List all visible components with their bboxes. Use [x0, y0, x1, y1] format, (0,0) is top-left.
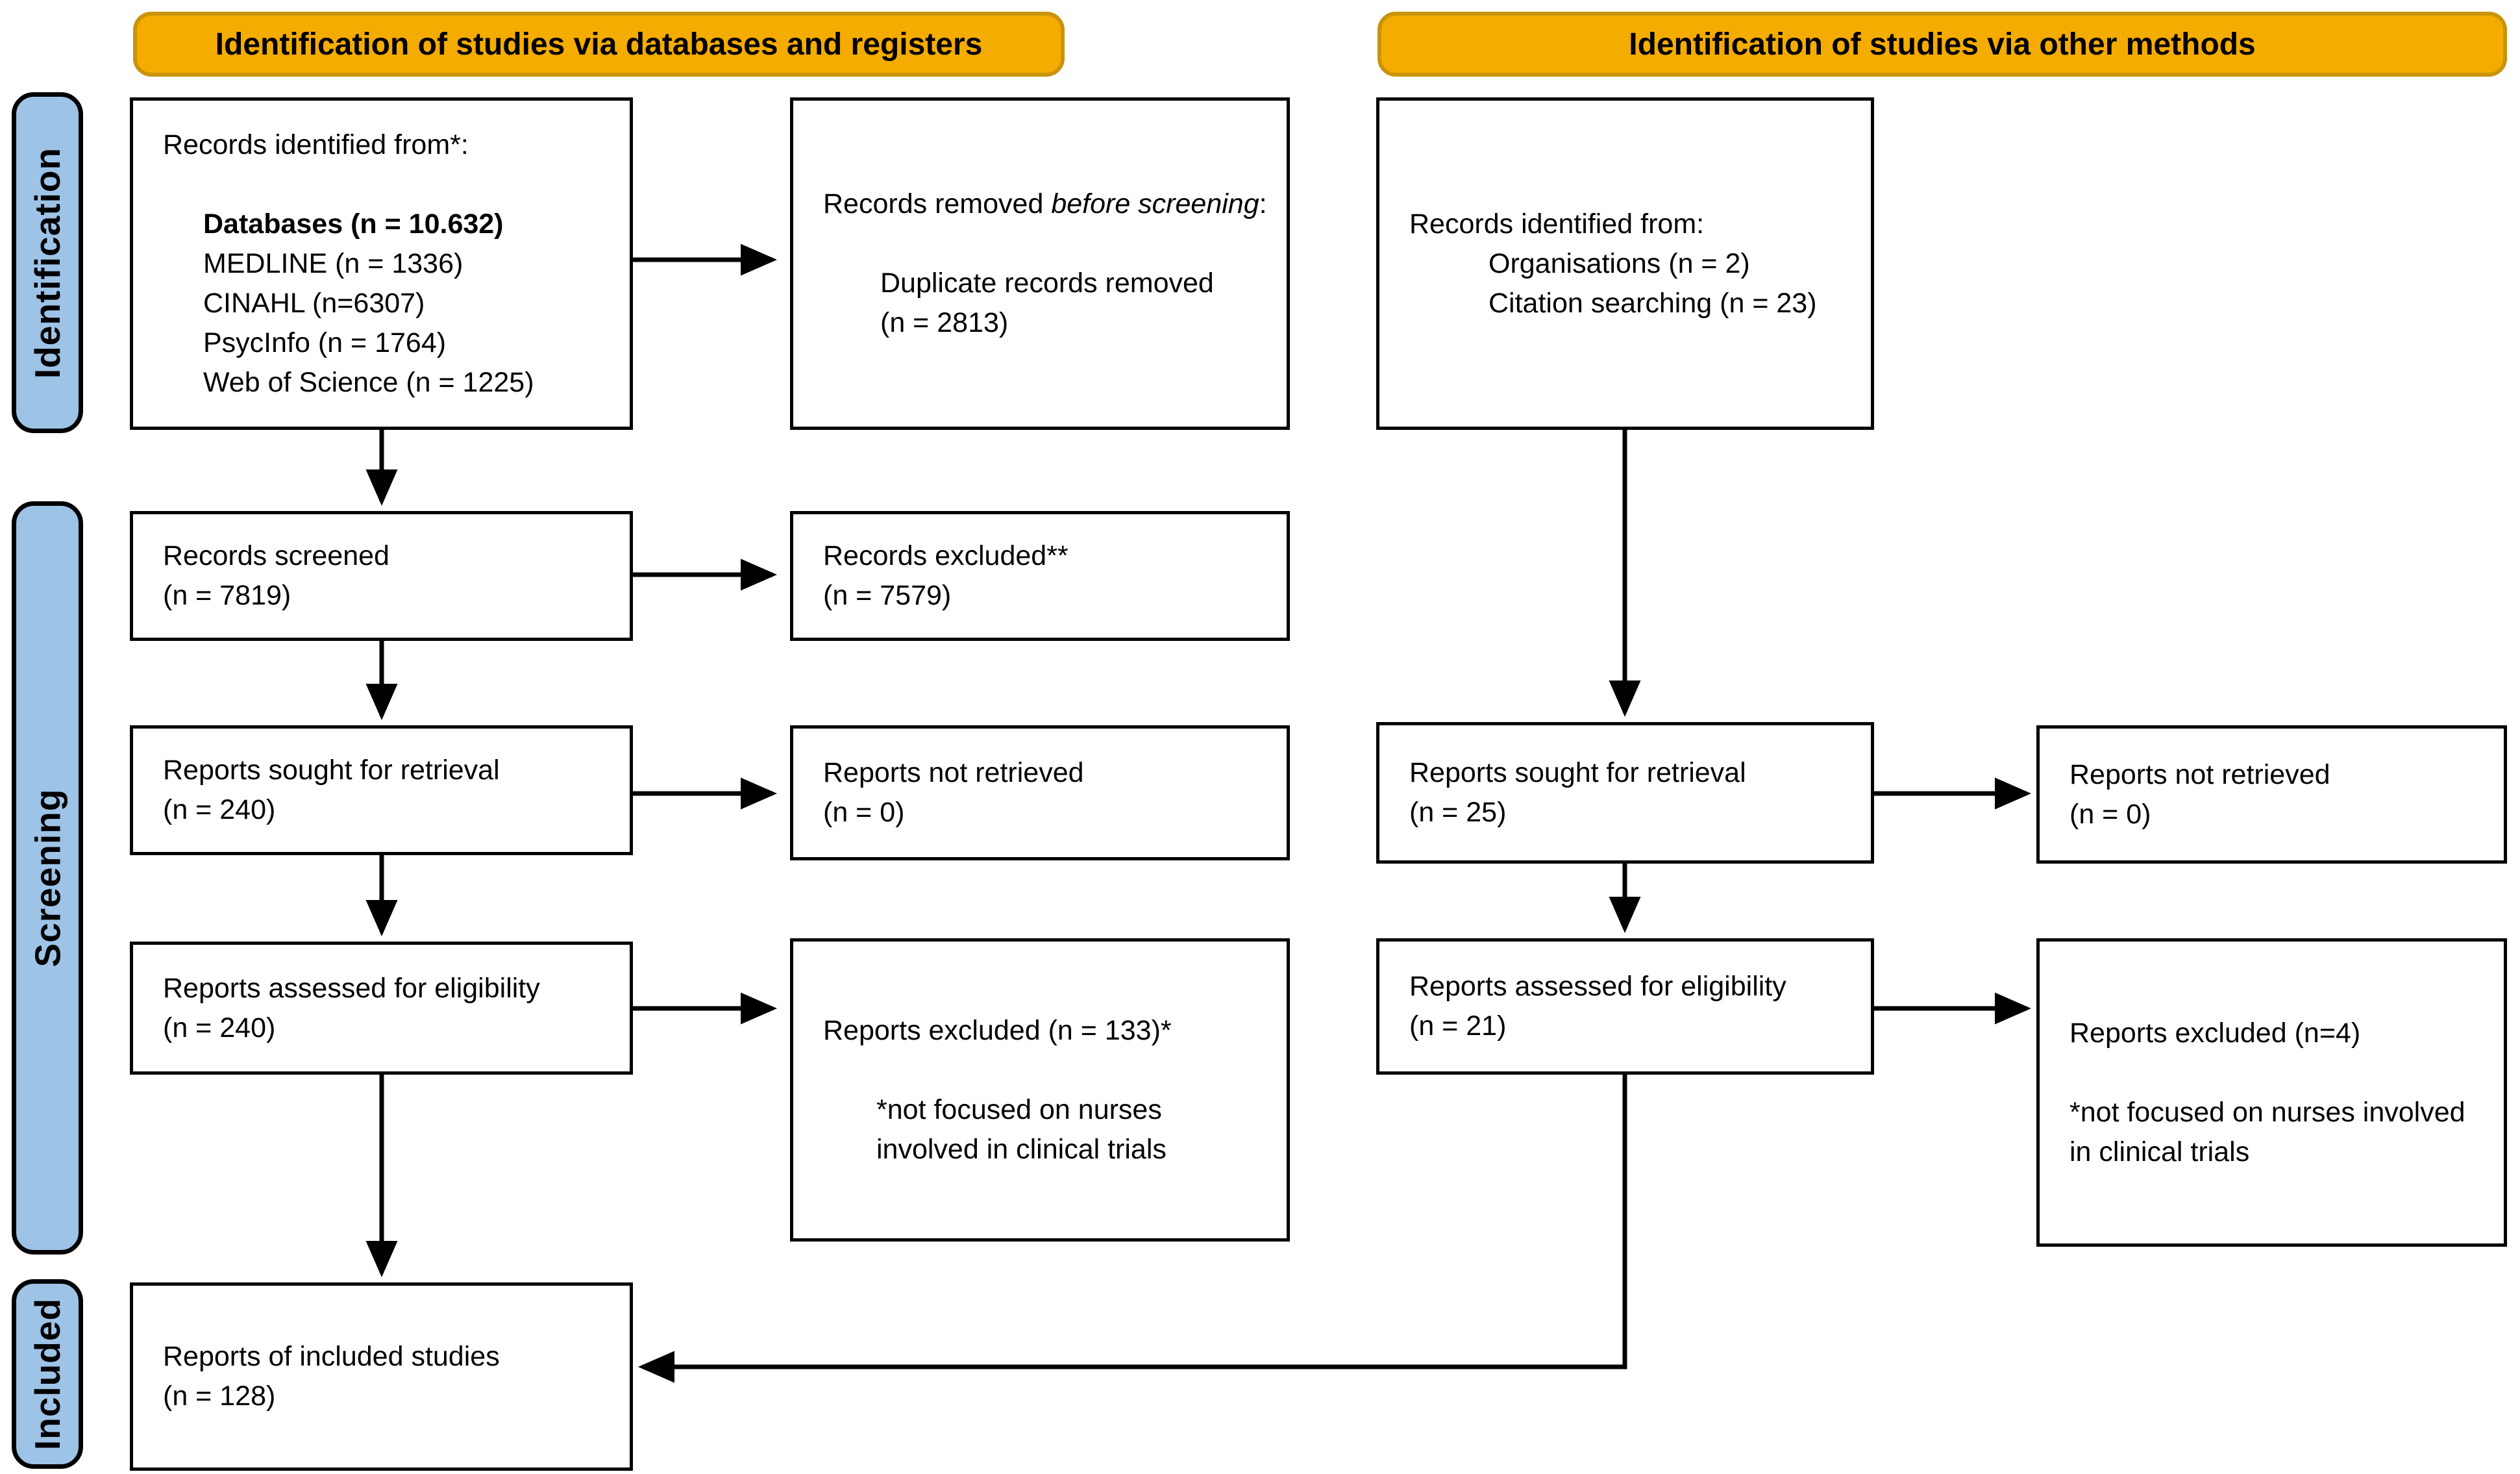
banner-other-methods: Identification of studies via other meth…: [1377, 12, 2507, 77]
box-reports-assessed-databases: Reports assessed for eligibility (n = 24…: [130, 942, 633, 1075]
reports-assessed-other-label: Reports assessed for eligibility: [1409, 971, 1786, 1002]
box-records-excluded: Records excluded** (n = 7579): [790, 511, 1290, 641]
records-identified-psycinfo: PsycInfo (n = 1764): [203, 327, 447, 358]
reports-not-retrieved-db-n: (n = 0): [823, 797, 905, 828]
records-identified-medline: MEDLINE (n = 1336): [203, 247, 463, 279]
stage-screening-label: Screening: [27, 788, 68, 968]
box-records-removed: Records removed before screening: Duplic…: [790, 97, 1290, 430]
records-identified-organisations: Organisations (n = 2): [1489, 247, 1750, 279]
box-reports-sought-other: Reports sought for retrieval (n = 25): [1376, 722, 1874, 864]
reports-sought-db-n: (n = 240): [163, 794, 276, 825]
reports-excluded-other-label: Reports excluded (n=4): [2069, 1017, 2361, 1049]
spacer: [163, 165, 611, 205]
spacer: [823, 224, 1268, 264]
box-reports-sought-databases: Reports sought for retrieval (n = 240): [130, 725, 633, 855]
box-reports-not-retrieved-other: Reports not retrieved (n = 0): [2036, 725, 2507, 864]
box-reports-excluded-other: Reports excluded (n=4) *not focused on n…: [2036, 938, 2507, 1247]
stage-identification: Identification: [12, 92, 83, 433]
stage-screening: Screening: [12, 501, 83, 1255]
records-identified-heading: Records identified from*:: [163, 129, 469, 160]
reports-sought-db-label: Reports sought for retrieval: [163, 755, 500, 786]
records-excluded-label: Records excluded**: [823, 540, 1069, 571]
stage-included-label: Included: [27, 1297, 68, 1451]
stage-included: Included: [12, 1279, 83, 1469]
spacer: [823, 1051, 1268, 1090]
box-records-identified-other: Records identified from: Organisations (…: [1376, 97, 1874, 430]
reports-assessed-other-n: (n = 21): [1409, 1010, 1507, 1042]
records-screened-n: (n = 7819): [163, 580, 291, 611]
banner-other-methods-label: Identification of studies via other meth…: [1629, 27, 2256, 62]
reports-excluded-other-note2: in clinical trials: [2069, 1136, 2250, 1168]
records-identified-cinahl: CINAHL (n=6307): [203, 287, 425, 319]
records-identified-citation-searching: Citation searching (n = 23): [1489, 287, 1817, 319]
duplicates-removed-label: Duplicate records removed: [880, 268, 1214, 299]
reports-sought-other-n: (n = 25): [1409, 797, 1507, 828]
duplicates-removed-n: (n = 2813): [880, 307, 1009, 338]
reports-assessed-db-n: (n = 240): [163, 1012, 276, 1043]
reports-sought-other-label: Reports sought for retrieval: [1409, 757, 1746, 788]
reports-excluded-db-note2: involved in clinical trials: [876, 1133, 1167, 1165]
reports-excluded-db-label: Reports excluded (n = 133)*: [823, 1014, 1172, 1046]
records-removed-italic: before screening: [1051, 188, 1259, 219]
banner-databases-registers-label: Identification of studies via databases …: [215, 27, 983, 62]
reports-assessed-db-label: Reports assessed for eligibility: [163, 972, 540, 1004]
box-reports-assessed-other: Reports assessed for eligibility (n = 21…: [1376, 938, 1874, 1075]
records-removed-suffix: :: [1259, 188, 1267, 219]
stage-identification-label: Identification: [27, 147, 68, 379]
records-identified-web-of-science: Web of Science (n = 1225): [203, 366, 534, 398]
banner-databases-registers: Identification of studies via databases …: [133, 12, 1065, 77]
records-identified-other-heading: Records identified from:: [1409, 208, 1705, 240]
records-removed-heading: Records removed before screening:: [823, 184, 1268, 224]
records-removed-prefix: Records removed: [823, 188, 1052, 219]
reports-excluded-other-note1: *not focused on nurses involved: [2069, 1096, 2465, 1128]
spacer: [2069, 1053, 2486, 1093]
included-reports-label: Reports of included studies: [163, 1341, 500, 1372]
reports-not-retrieved-other-n: (n = 0): [2069, 798, 2151, 830]
included-reports-n: (n = 128): [163, 1380, 276, 1412]
box-records-identified-databases: Records identified from*: Databases (n =…: [130, 97, 633, 430]
box-reports-not-retrieved-databases: Reports not retrieved (n = 0): [790, 725, 1290, 860]
box-reports-excluded-databases: Reports excluded (n = 133)* *not focused…: [790, 938, 1290, 1242]
reports-not-retrieved-db-label: Reports not retrieved: [823, 757, 1084, 788]
records-identified-databases-total: Databases (n = 10.632): [203, 208, 504, 240]
records-excluded-n: (n = 7579): [823, 580, 952, 611]
records-screened-label: Records screened: [163, 540, 389, 571]
box-included-reports: Reports of included studies (n = 128): [130, 1282, 633, 1471]
reports-excluded-db-note1: *not focused on nurses: [876, 1093, 1162, 1125]
reports-not-retrieved-other-label: Reports not retrieved: [2069, 758, 2330, 790]
box-records-screened: Records screened (n = 7819): [130, 511, 633, 641]
